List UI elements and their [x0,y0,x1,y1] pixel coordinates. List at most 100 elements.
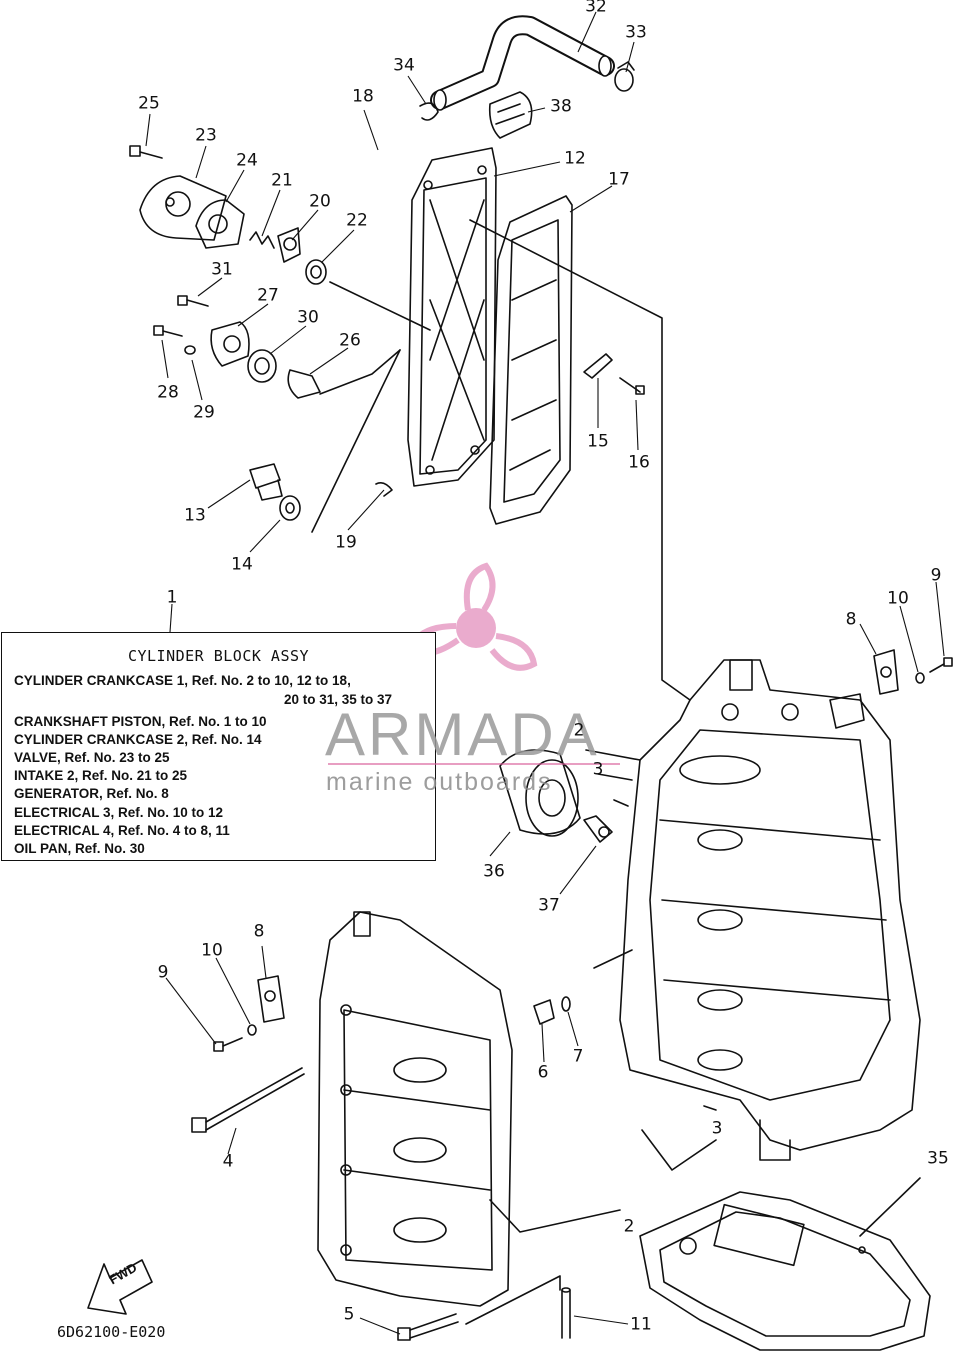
exhaust-cover-part [407,147,497,487]
part-label-37: 37 [538,895,560,916]
leader-line [329,281,431,331]
leader-line [585,749,641,781]
watermark-tagline: marine outboards [326,768,553,796]
oil-seal-part [247,349,277,383]
assembly-line: CYLINDER CRANKCASE 2, Ref. No. 14 [14,732,262,747]
bolt-part [213,1037,243,1052]
leader-line [489,1199,621,1233]
part-label-19: 19 [335,532,357,553]
hose-clamp-part [614,61,635,92]
part-label-34: 34 [393,55,415,76]
watermark-divider [328,763,620,765]
drain-plug-part [533,999,555,1025]
assembly-line: VALVE, Ref. No. 23 to 25 [14,750,170,765]
part-label-5: 5 [343,1304,355,1325]
drain-plug-part [249,463,283,501]
part-label-9: 9 [930,565,942,586]
assembly-line: INTAKE 2, Ref. No. 21 to 25 [14,768,188,783]
bolt-part [129,145,163,159]
part-label-20: 20 [309,191,331,212]
leader-line [593,949,633,969]
part-label-29: 29 [193,402,215,423]
part-label-15: 15 [587,431,609,452]
cylinder-block-part [317,911,513,1307]
bolt-part [153,325,183,337]
part-label-9: 9 [157,962,169,983]
collar-part [287,369,321,399]
dowel-pin-part [613,799,717,1111]
part-label-8: 8 [253,921,265,942]
assembly-line: GENERATOR, Ref. No. 8 [14,786,169,801]
part-label-8: 8 [845,609,857,630]
label-leaders [145,11,945,1335]
assembly-line: CYLINDER CRANKCASE 1, Ref. No. 2 to 10, … [14,673,351,688]
leader-line [319,349,401,395]
part-label-14: 14 [231,554,253,575]
bolt-part [929,657,953,673]
assembly-title: CYLINDER BLOCK ASSY [127,647,310,665]
part-label-21: 21 [271,170,293,191]
assembly-line: 20 to 31, 35 to 37 [284,692,393,707]
leader-line [311,349,401,533]
bolt-part [191,1067,305,1133]
assembly-line: CRANKSHAFT PISTON, Ref. No. 1 to 10 [14,714,267,729]
part-label-22: 22 [346,210,368,231]
part-label-1: 1 [166,587,178,608]
part-label-23: 23 [195,125,217,146]
spring-part [249,231,275,249]
assembly-line: ELECTRICAL 4, Ref. No. 4 to 8, 11 [14,823,230,838]
part-label-31: 31 [211,259,233,280]
leader-line [641,1129,717,1171]
housing-part [210,321,250,367]
leader-line [465,1275,561,1325]
part-label-2: 2 [623,1216,635,1237]
part-label-6: 6 [537,1062,549,1083]
part-label-11: 11 [630,1314,652,1335]
part-label-3: 3 [711,1118,723,1139]
valve-part [277,227,301,263]
catalog-code: 6D62100-E020 [57,1323,166,1341]
forward-arrow-icon [87,1259,153,1315]
thermostat-cover-part [139,175,227,241]
oil-pressure-switch-part [583,815,613,843]
washer-part [184,345,196,355]
part-label-33: 33 [625,22,647,43]
bolt-part [177,295,209,307]
part-label-7: 7 [572,1046,584,1067]
washer-part [247,1024,257,1036]
clip-part [375,482,393,497]
assembly-line: ELECTRICAL 3, Ref. No. 10 to 12 [14,805,224,820]
part-label-3: 3 [592,759,604,780]
gasket-part [639,1191,931,1351]
assembly-line: OIL PAN, Ref. No. 30 [14,841,145,856]
hose-holder-part [488,91,533,139]
part-label-13: 13 [184,505,206,526]
hose-part [430,15,615,111]
gasket-part [489,195,573,525]
part-label-12: 12 [564,148,586,169]
part-label-17: 17 [608,169,630,190]
crankcase-part [619,659,921,1161]
gasket-part [873,649,899,695]
clip-part [419,102,439,121]
gasket-part [195,199,245,249]
bolt-part [397,1313,459,1341]
part-label-27: 27 [257,285,279,306]
leader-line [859,1177,921,1237]
part-label-36: 36 [483,861,505,882]
gasket-part [257,975,285,1023]
watermark-name: ARMADA [325,701,600,768]
part-label-4: 4 [222,1151,234,1172]
part-label-38: 38 [550,96,572,117]
part-label-30: 30 [297,307,319,328]
part-label-25: 25 [138,93,160,114]
bolt-part [619,377,645,395]
part-label-18: 18 [352,86,374,107]
part-label-10: 10 [201,940,223,961]
leader-line [469,219,691,701]
part-label-10: 10 [887,588,909,609]
part-label-2: 2 [573,720,585,741]
part-label-28: 28 [157,382,179,403]
watermark-propeller-icon [406,562,538,671]
